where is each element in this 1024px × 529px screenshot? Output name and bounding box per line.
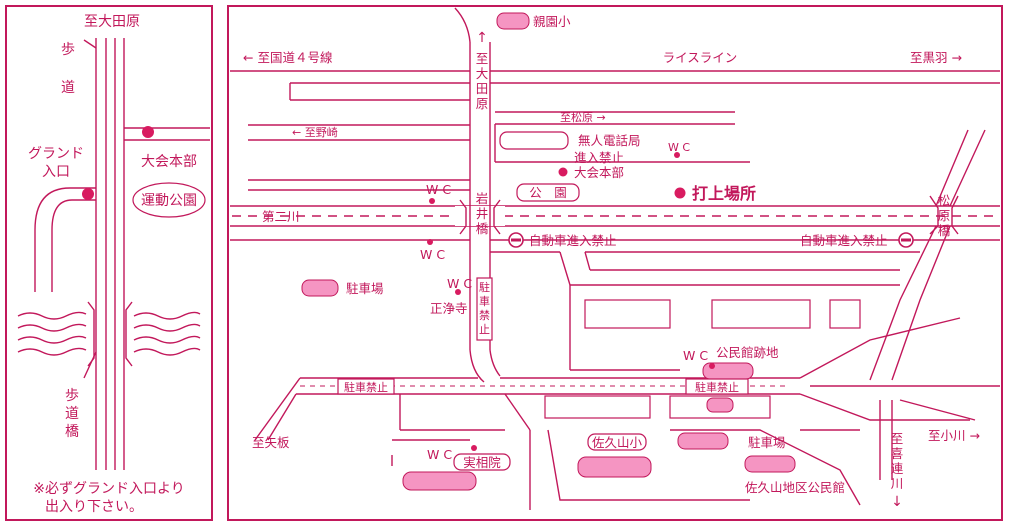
radio-station-box [499,131,569,150]
wc-dot-1 [674,152,680,158]
main-map: 親園小 ← 至国道４号線 ライスライン 至黒羽 → ↑ 至 大 田 原 至松原 … [227,5,1003,521]
inset-note-1: ※必ずグランド入口より [33,481,184,497]
no-parking-box-1 [337,378,395,395]
park-label: 公 園 [529,185,567,200]
no-parking-char-1: 駐 [479,280,490,294]
kitsuregawa-char-2: 喜 [891,446,904,461]
matsubara-char-1: 松 [938,193,951,208]
wc-label-1: W C [668,141,690,154]
no-entry-icon [508,232,524,248]
inset-grand-dot [82,188,94,200]
river-label: 第二川 [262,209,300,224]
inset-bridge-3: 橋 [65,424,79,440]
no-parking-box-2 [685,378,749,395]
hq-dot [558,167,568,177]
matsubara-char-3: 橋 [938,223,951,238]
no-parking-label-2: 駐車禁止 [695,380,739,394]
inset-entrance-label: 入口 [42,164,70,180]
sakuyama-kominkan-label: 佐久山地区公民館 [745,480,845,495]
block-3 [829,299,861,329]
to-ogawa-label: 至小川 → [928,428,980,443]
no-entry-icon [898,232,914,248]
kitsuregawa-char-3: 連 [891,461,904,476]
kitsuregawa-char-1: 至 [891,431,904,446]
inset-grand-label: グランド [28,146,84,162]
no-entry-label: 進入禁止 [574,150,624,165]
to-ohtawara-char-2: 大 [476,66,489,81]
jissoin-label-box [453,453,511,471]
down-arrow: ↓ [891,494,903,510]
inset-hodo-1: 歩 [61,42,75,58]
parking-1-label: 駐車場 [346,281,384,296]
no-parking-label-1: 駐車禁止 [344,380,388,394]
sakuyama-school-label: 佐久山小 [592,435,643,450]
park-box [516,183,580,202]
wc-dot-4 [455,289,461,295]
sakuyama-label-box [587,433,647,451]
inset-park-oval [132,182,206,218]
to-ohtawara-char-3: 田 [476,81,489,96]
inset-park-label: 運動公園 [141,193,197,209]
up-arrow: ↑ [476,30,488,46]
rice-line-label: ライスライン [663,50,738,65]
block-4 [544,395,651,419]
parking-2-box-a [677,432,729,450]
matsubara-char-2: 原 [938,208,951,223]
sakuyama-school-box [577,456,652,478]
no-car-label-1: 自動車進入禁止 [529,233,617,248]
jissoin-label: 実相院 [463,455,501,470]
to-ohtawara-char-1: 至 [476,51,489,66]
jissoin-box [402,471,477,491]
wc-label-6: W C [427,447,452,462]
no-parking-char-4: 止 [479,323,490,336]
wc-label-3: W C [420,247,445,262]
parking-2-box-b [744,455,796,473]
wc-label-4: W C [447,276,472,291]
block-2 [711,299,811,329]
no-car-label-2: 自動車進入禁止 [800,233,888,248]
inset-hq-dot [142,126,154,138]
parking-small-box [706,397,734,413]
wc-dot-2 [429,198,435,204]
inset-map: 至大田原 歩 道 グランド 入口 大会本部 運動公園 歩 道 橋 ※必ずグランド… [5,5,213,521]
inset-note-2: 出入り下さい。 [45,499,143,515]
parking-1-box [301,279,339,297]
block-1 [584,299,671,329]
wc-dot-6 [471,445,477,451]
shinen-school-box [496,12,530,30]
to-kurobane-label: 至黒羽 → [910,50,962,65]
main-frame [227,5,1003,521]
hq-label: 大会本部 [574,165,624,180]
inset-bridge-2: 道 [65,406,79,422]
no-parking-char-2: 車 [479,294,490,308]
parking-2-label: 駐車場 [748,435,786,450]
launch-site-dot [674,187,686,199]
to-matsubara-label: 至松原 → [560,110,606,124]
wc-dot-5 [709,363,715,369]
kitsuregawa-char-4: 川 [891,476,904,491]
inset-to-ohtawara: 至大田原 [84,14,140,30]
inset-hq-label: 大会本部 [141,154,197,170]
shinen-school-label: 親園小 [533,14,571,29]
wc-label-2: W C [426,182,451,197]
no-parking-vbox [476,277,493,341]
iwai-char-1: 岩 [476,191,489,206]
to-nozaki-label: ← 至野崎 [292,125,338,139]
wc-dot-3 [427,239,433,245]
to-yaita-label: 至矢板 [252,435,290,450]
iwai-char-2: 井 [476,206,489,221]
inset-frame [5,5,213,521]
kominkan-ruins-label: 公民館跡地 [716,345,779,360]
inset-bridge-1: 歩 [65,388,79,404]
to-ohtawara-char-4: 原 [476,96,489,111]
no-parking-char-3: 禁 [479,309,490,322]
inset-hodo-2: 道 [61,80,75,96]
jojoji-label: 正浄寺 [430,301,468,316]
iwai-char-3: 橋 [476,221,489,236]
radio-station-label: 無人電話局 [578,133,641,148]
wc-label-5: W C [683,348,708,363]
to-route4-label: ← 至国道４号線 [243,50,333,65]
launch-site-label: 打上場所 [692,184,756,203]
